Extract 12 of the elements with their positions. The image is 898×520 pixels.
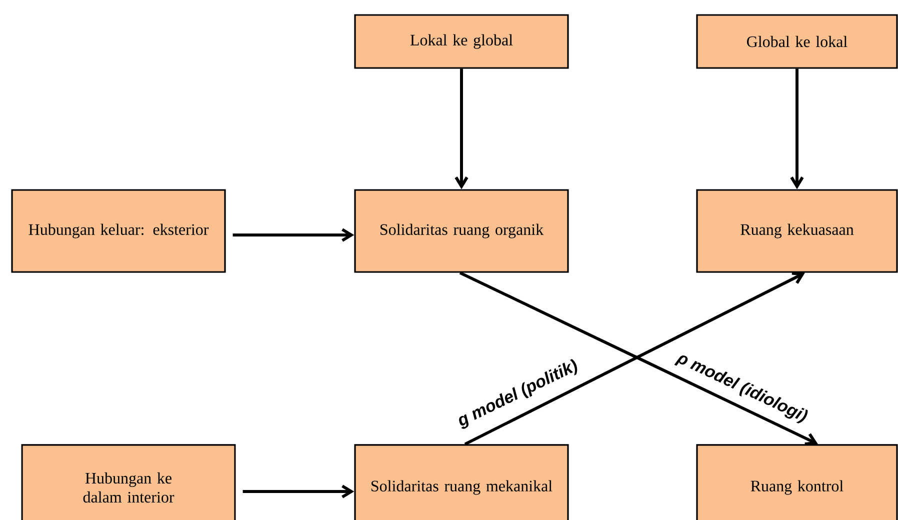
arrow — [454, 68, 468, 190]
process-box: Hubungan keluar: eksterior — [11, 189, 226, 273]
process-box: Ruang kontrol — [696, 444, 898, 520]
arrow — [242, 484, 354, 498]
process-box: Solidaritas ruang mekanikal — [354, 444, 569, 520]
process-box: Global ke lokal — [696, 14, 898, 69]
process-box: Solidaritas ruang organik — [354, 189, 569, 273]
arrow — [790, 68, 804, 190]
arrow — [232, 228, 354, 242]
process-box: Hubungan ke dalam interior — [21, 444, 236, 520]
process-box: Lokal ke global — [354, 14, 569, 69]
process-box: Ruang kekuasaan — [696, 189, 898, 273]
